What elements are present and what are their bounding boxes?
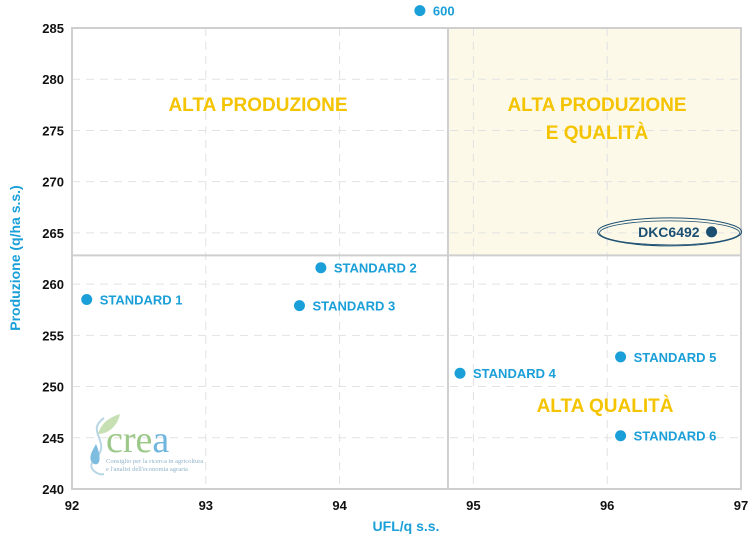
data-point-group: STANDARD 3	[293, 299, 395, 314]
y-tick-label: 255	[42, 328, 64, 343]
y-tick-label: 240	[42, 482, 64, 497]
axes	[71, 27, 742, 490]
highlight-ellipse	[597, 217, 743, 247]
highlight-quadrant	[447, 28, 741, 256]
highlight-ellipse	[599, 220, 740, 246]
data-point-group: STANDARD 6	[615, 429, 716, 444]
logo-drop-icon	[90, 444, 100, 465]
data-point-label: STANDARD 5	[634, 350, 717, 365]
y-tick-label: 280	[42, 72, 64, 87]
data-point-label: 600	[433, 4, 455, 19]
x-tick-label: 95	[466, 498, 480, 513]
data-point-group: 600	[414, 4, 455, 19]
logo-wordmark: crea	[106, 419, 169, 461]
plot-frame	[71, 27, 742, 490]
quadrant-dividers	[72, 28, 741, 489]
data-point-group: STANDARD 2	[315, 261, 417, 276]
x-tick-label: 93	[199, 498, 213, 513]
data-point-group: STANDARD 4	[454, 366, 557, 381]
y-tick-label: 285	[42, 21, 64, 36]
data-point-label: STANDARD 4	[473, 366, 557, 381]
data-point-label: STANDARD 6	[634, 429, 717, 444]
data-point-group: DKC6492	[597, 217, 743, 247]
data-point-label: STANDARD 2	[334, 261, 417, 276]
data-point	[454, 367, 466, 379]
x-tick-label: 92	[65, 498, 79, 513]
y-tick-label: 270	[42, 175, 64, 190]
y-tick-label: 260	[42, 277, 64, 292]
data-point	[706, 226, 718, 238]
y-tick-label: 250	[42, 380, 64, 395]
data-point-label: DKC6492	[638, 224, 700, 240]
x-tick-label: 97	[734, 498, 748, 513]
crea-logo: crea Consiglio per la ricerca in agricol…	[90, 414, 203, 476]
y-tick-label: 275	[42, 123, 64, 138]
y-tick-label: 245	[42, 431, 64, 446]
logo-subtitle-line2: e l'analisi dell'economia agraria	[106, 466, 188, 473]
data-point-label: STANDARD 1	[100, 292, 183, 307]
x-axis-title: UFL/q s.s.	[373, 518, 440, 534]
data-point	[293, 300, 305, 312]
y-tick-labels: 240 245 250 255 260 265 270 275 280 285	[42, 21, 64, 497]
data-point	[414, 5, 426, 17]
quadrant-label-alta-produzione-qualita-line1: ALTA PRODUZIONE	[507, 95, 686, 116]
logo-leaf-icon	[98, 414, 120, 434]
quadrant-label-alta-produzione-qualita-line2: E QUALITÀ	[546, 122, 649, 144]
x-tick-labels: 92 93 94 95 96 97	[65, 498, 748, 513]
data-point-group: STANDARD 1	[81, 292, 183, 307]
gridlines	[72, 28, 741, 489]
data-point-label: STANDARD 3	[312, 299, 395, 314]
x-tick-label: 96	[600, 498, 614, 513]
data-point	[615, 430, 627, 442]
x-tick-label: 94	[332, 498, 347, 513]
quadrant-label-alta-produzione: ALTA PRODUZIONE	[168, 95, 347, 116]
data-point	[81, 293, 93, 305]
logo-subtitle-line1: Consiglio per la ricerca in agricoltura	[106, 458, 203, 465]
data-point	[615, 351, 627, 363]
y-tick-label: 265	[42, 226, 64, 241]
data-point	[315, 262, 327, 274]
data-point-group: STANDARD 5	[615, 350, 716, 365]
quadrant-label-alta-qualita: ALTA QUALITÀ	[537, 395, 674, 417]
y-axis-title: Produzione (q/ha s.s.)	[7, 185, 23, 330]
